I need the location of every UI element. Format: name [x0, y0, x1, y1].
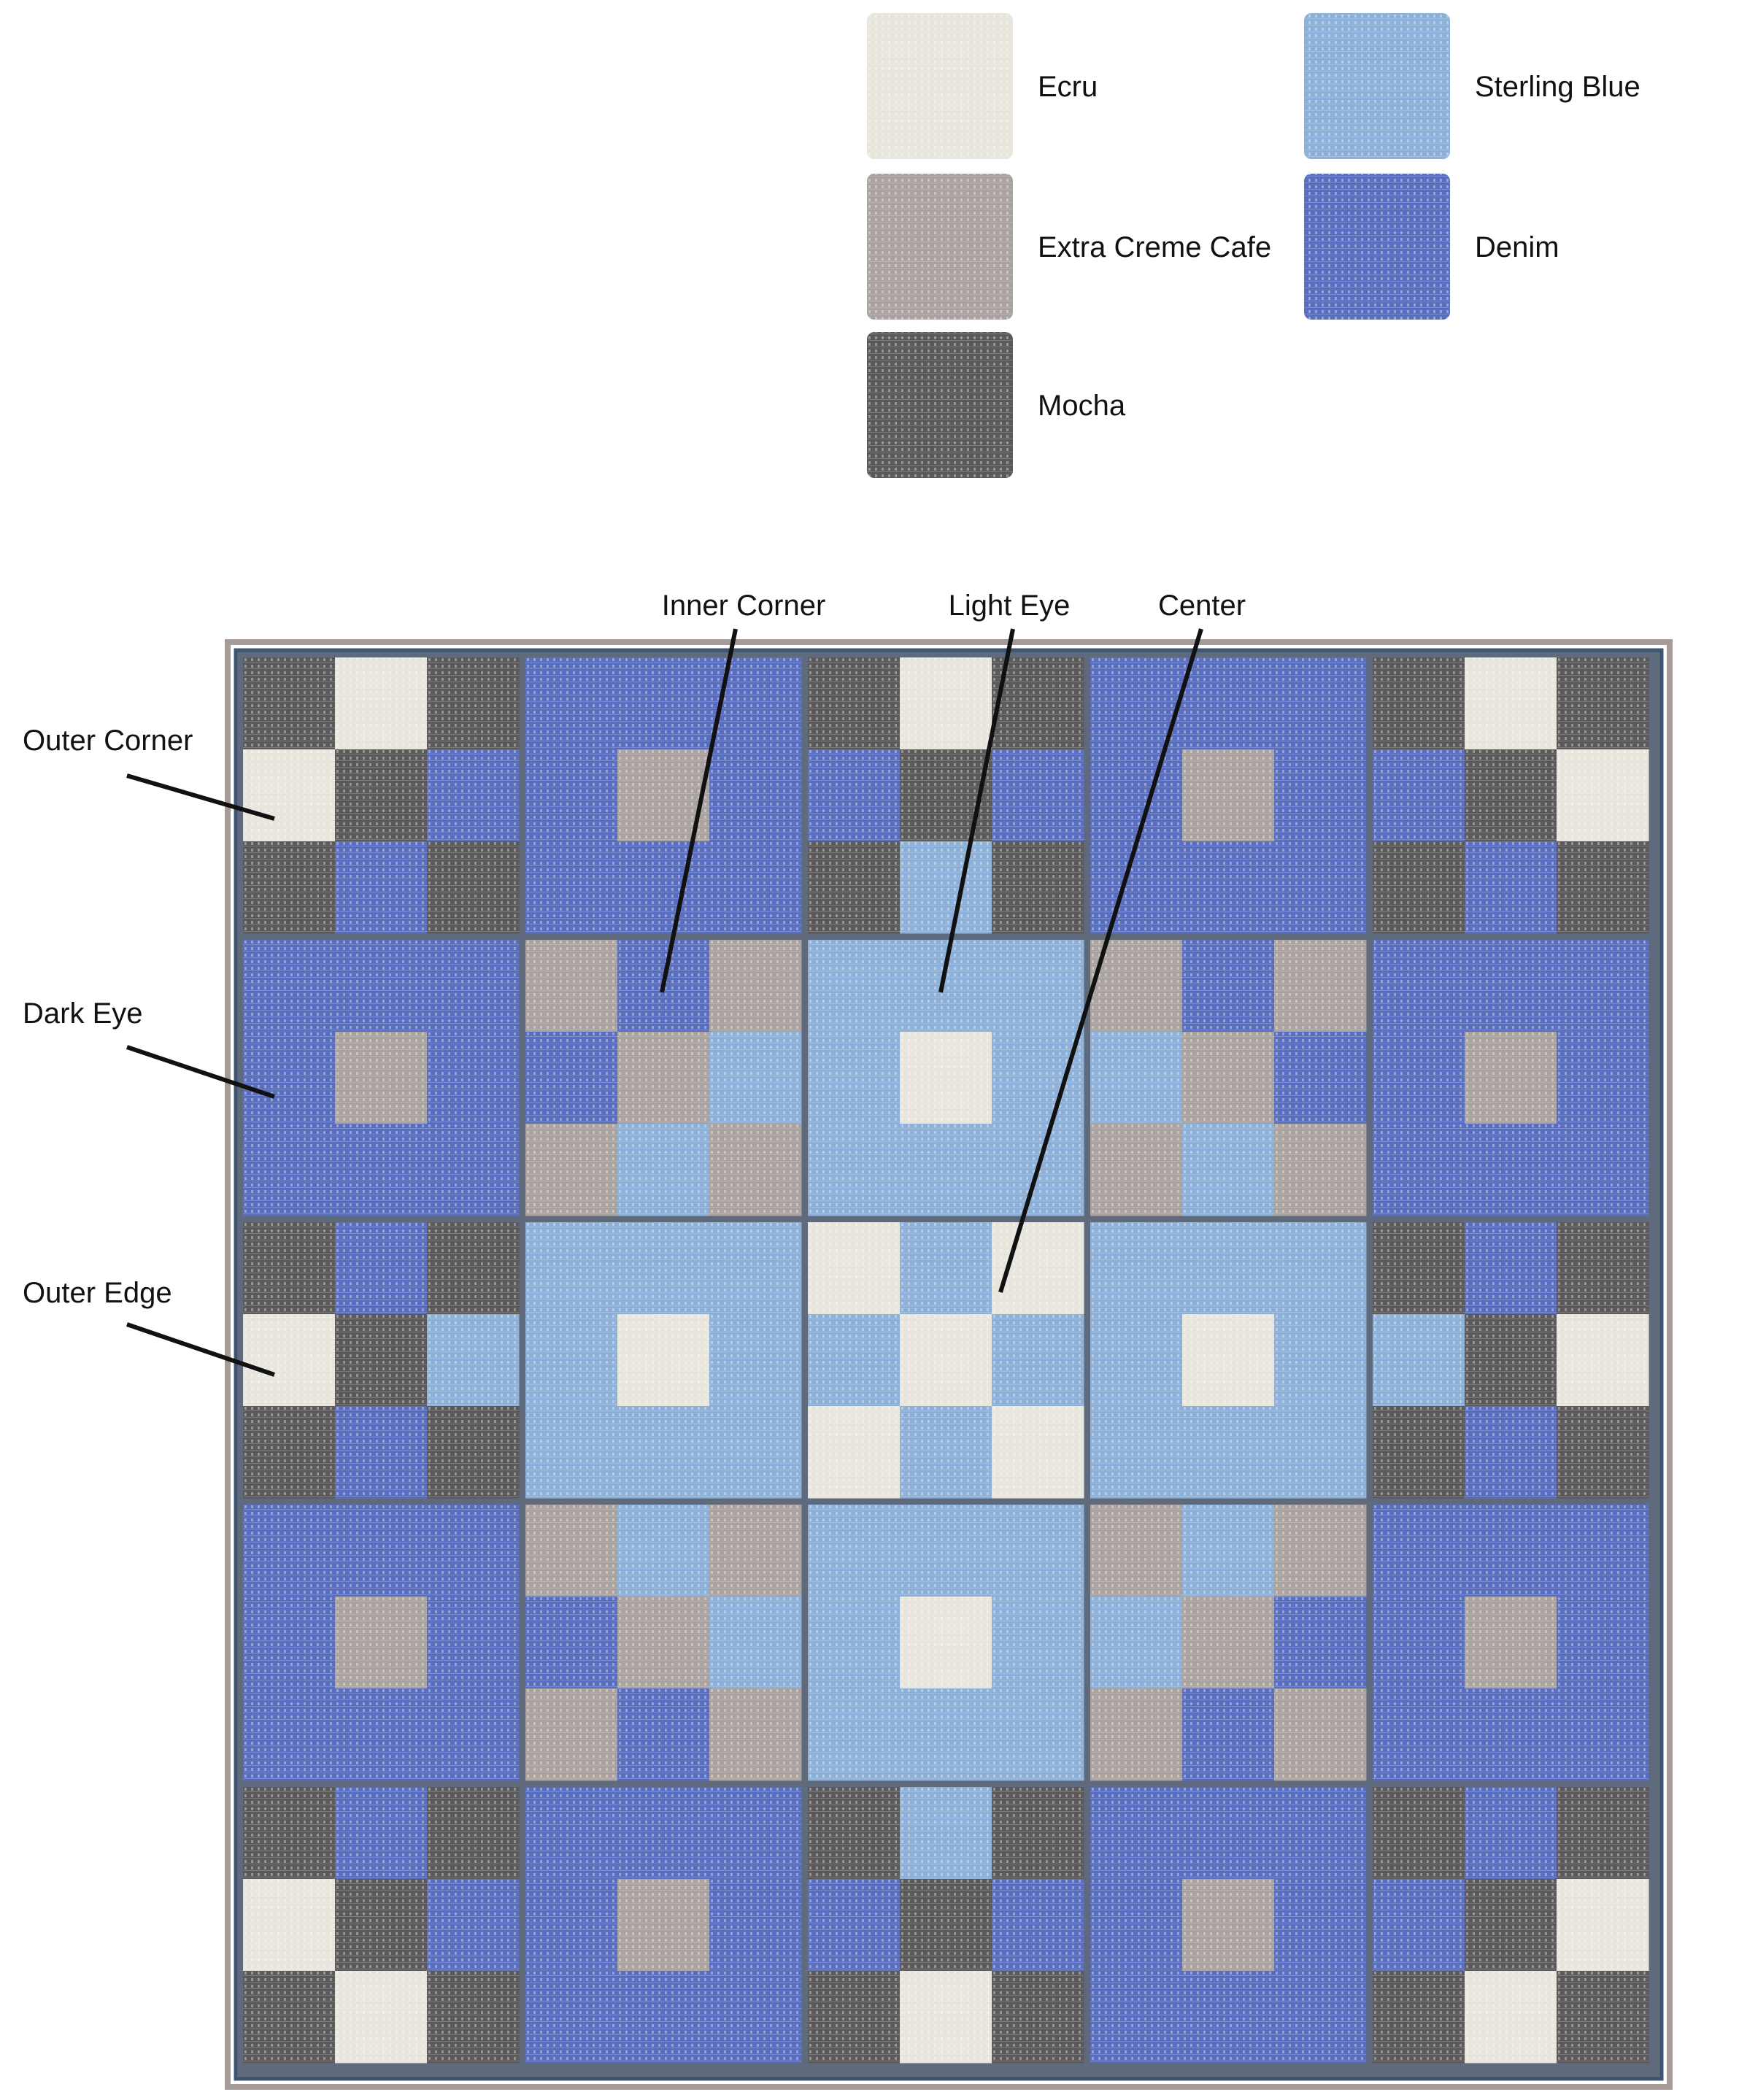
leader-light-eye	[938, 628, 1015, 993]
afghan-block	[525, 1505, 802, 1781]
afghan-block	[808, 1505, 1084, 1781]
legend-label: Ecru	[1038, 71, 1098, 103]
legend-label: Denim	[1475, 231, 1559, 263]
afghan-block	[1373, 1787, 1649, 2064]
swatch-texture	[867, 332, 1013, 478]
block-texture	[1090, 657, 1366, 933]
afghan-block	[808, 1787, 1084, 2064]
afghan-block	[243, 1787, 520, 2064]
legend-item: Ecru	[867, 13, 1098, 159]
afghan-block	[808, 940, 1084, 1216]
leader-dark-eye	[126, 1045, 275, 1099]
afghan-block	[1090, 1505, 1367, 1781]
block-texture	[1373, 1222, 1649, 1498]
block-texture	[808, 657, 1084, 933]
block-texture	[808, 940, 1084, 1216]
block-texture	[525, 1505, 801, 1780]
afghan-block	[1090, 1222, 1367, 1499]
afghan-block	[1090, 657, 1367, 934]
afghan-block	[1373, 1505, 1649, 1781]
afghan-block	[1373, 1222, 1649, 1499]
leader-outer-edge	[126, 1322, 275, 1377]
leader-inner-corner	[660, 628, 738, 993]
label-dark-eye: Dark Eye	[23, 997, 143, 1030]
block-texture	[1373, 1505, 1649, 1780]
afghan-block	[808, 1222, 1084, 1499]
label-light-eye: Light Eye	[949, 590, 1071, 622]
block-texture	[1373, 1787, 1649, 2063]
afghan-block	[525, 940, 802, 1216]
legend-label: Mocha	[1038, 390, 1126, 422]
block-texture	[1090, 1787, 1366, 2063]
legend-label: Sterling Blue	[1475, 71, 1640, 103]
label-outer-corner: Outer Corner	[23, 725, 193, 757]
swatch-texture	[867, 174, 1013, 320]
block-texture	[243, 1787, 519, 2063]
block-texture	[808, 1505, 1084, 1780]
legend-item: Denim	[1304, 174, 1559, 320]
block-texture	[1090, 1505, 1366, 1780]
afghan-block	[808, 657, 1084, 934]
afghan-block	[243, 657, 520, 934]
legend-item: Mocha	[867, 332, 1126, 478]
legend-label: Extra Creme Cafe	[1038, 231, 1271, 263]
block-texture	[243, 657, 519, 933]
annotations: Outer Corner Dark Eye Outer Edge Inner C…	[23, 590, 1246, 1377]
swatch-texture	[1304, 13, 1450, 159]
afghan-block	[1090, 940, 1367, 1216]
afghan-block-grid	[243, 657, 1649, 2064]
block-texture	[808, 1787, 1084, 2063]
block-texture	[525, 1787, 801, 2063]
afghan-block	[243, 1222, 520, 1499]
block-texture	[525, 657, 801, 933]
label-inner-corner: Inner Corner	[662, 590, 826, 622]
block-texture	[525, 1222, 801, 1498]
afghan-block	[525, 1787, 802, 2064]
block-texture	[243, 940, 519, 1216]
leader-center	[998, 628, 1203, 1293]
block-texture	[1373, 657, 1649, 933]
label-outer-edge: Outer Edge	[23, 1277, 172, 1309]
leader-outer-corner	[126, 773, 275, 821]
block-texture	[243, 1505, 519, 1780]
label-center: Center	[1158, 590, 1246, 622]
block-texture	[1090, 1222, 1366, 1498]
afghan-block	[525, 657, 802, 934]
afghan-block	[1373, 657, 1649, 934]
legend-item: Sterling Blue	[1304, 13, 1640, 159]
afghan-block	[525, 1222, 802, 1499]
block-texture	[1090, 940, 1366, 1216]
block-texture	[808, 1222, 1084, 1498]
block-texture	[1373, 940, 1649, 1216]
legend-item: Extra Creme Cafe	[867, 174, 1271, 320]
afghan-block	[1090, 1787, 1367, 2064]
afghan-block	[1373, 940, 1649, 1216]
afghan-block	[243, 1505, 520, 1781]
swatch-texture	[867, 13, 1013, 159]
afghan-block	[243, 940, 520, 1216]
block-texture	[243, 1222, 519, 1498]
swatch-texture	[1304, 174, 1450, 320]
